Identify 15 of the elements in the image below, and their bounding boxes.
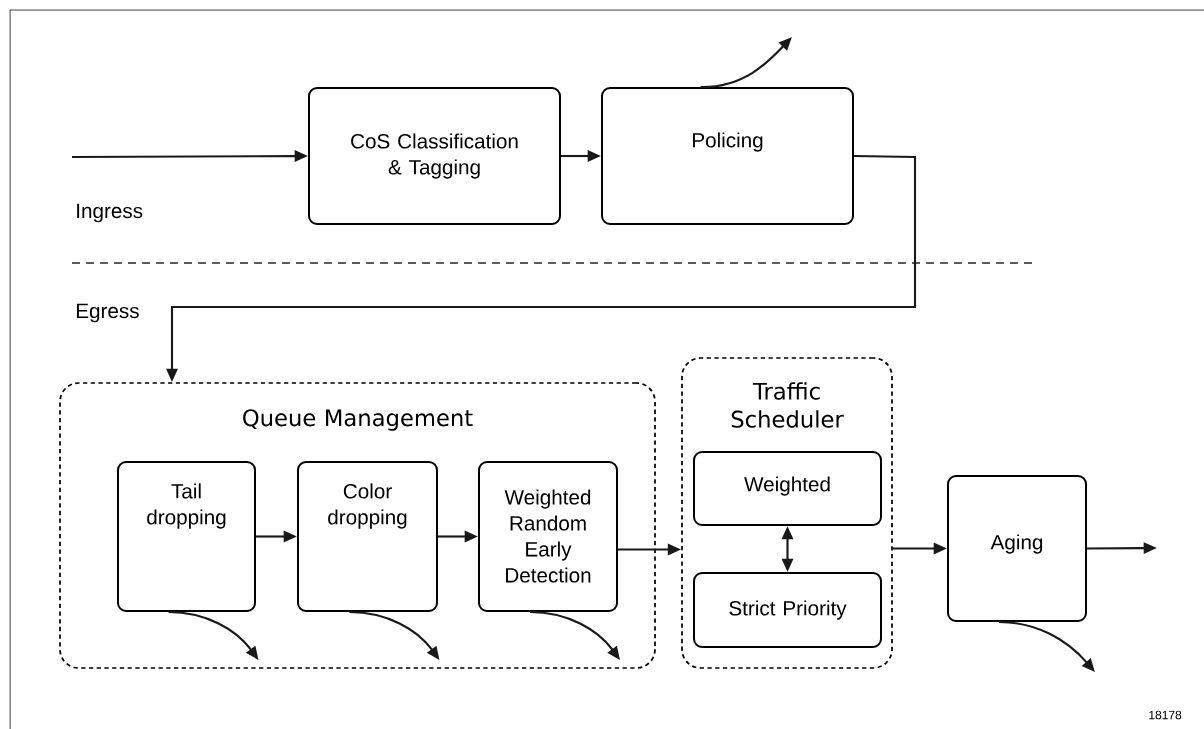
section-label: Egress <box>76 303 139 323</box>
process-box: Weighted Random Early Detection <box>478 461 618 612</box>
group-title: Queue Management <box>243 409 473 431</box>
process-box: Weighted <box>693 451 882 526</box>
process-box: Aging <box>947 475 1087 622</box>
group-title: Traffic Scheduler <box>731 382 844 428</box>
figure-number: 18178 <box>1149 710 1182 720</box>
process-box: Tail dropping <box>117 461 256 612</box>
process-box: Strict Priority <box>693 572 882 648</box>
section-label: Ingress <box>77 203 143 223</box>
arrow <box>700 37 792 89</box>
arrow <box>998 620 1095 672</box>
process-box: Policing <box>601 87 854 225</box>
process-box: Color dropping <box>297 461 438 612</box>
process-box: CoS Classification & Tagging <box>308 87 561 225</box>
